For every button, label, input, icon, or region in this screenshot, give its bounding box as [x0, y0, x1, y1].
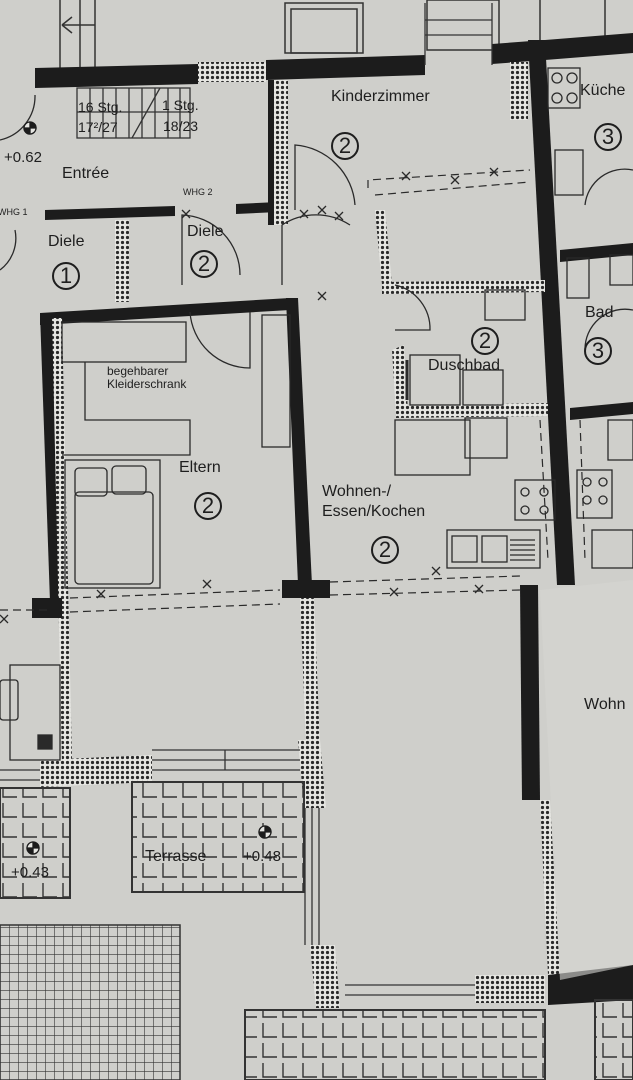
room-label-wohnen-line2: Essen/Kochen [322, 503, 426, 520]
room-label-kueche3: Küche [580, 82, 626, 99]
whg2-label: WHG 2 [183, 187, 213, 197]
stair-label-left: 16 Stg. [78, 99, 123, 115]
terrace-middle [131, 781, 305, 893]
unit-number-kueche3: 3 [594, 123, 622, 151]
level-markers [23, 121, 272, 855]
unit-number-diele1: 1 [52, 262, 80, 290]
unit-number-wohnen: 2 [371, 536, 399, 564]
stair-label-right: 1 Stg. [162, 97, 199, 113]
room-label-terrasse: Terrasse [145, 848, 207, 865]
stair-ratio-left: 17²/27 [78, 119, 118, 135]
windows [0, 3, 493, 996]
room-label-wohnen-line1: Wohnen-/ [322, 483, 392, 500]
light-markers [0, 167, 499, 624]
unit-number-kinderzimmer: 2 [331, 132, 359, 160]
top-wall [35, 33, 633, 88]
doors [0, 94, 633, 369]
terrace-right [594, 999, 633, 1080]
installation-lines [0, 169, 586, 613]
terrace-bottom [244, 1009, 546, 1080]
room-label-duschbad: Duschbad [428, 357, 501, 374]
closet-label-line1: begehbarer [107, 364, 169, 378]
unit-number-bad3: 3 [584, 337, 612, 365]
room-label-bad3: Bad [585, 304, 614, 321]
room-label-entree: Entrée [62, 165, 110, 182]
furniture [0, 67, 633, 761]
level-entree: +0.62 [4, 149, 42, 166]
stair [76, 87, 191, 139]
room-label-eltern: Eltern [179, 459, 221, 476]
room-label-kinderzimmer: Kinderzimmer [331, 88, 430, 105]
unit-number-diele2: 2 [190, 250, 218, 278]
level-left: +0.43 [11, 864, 49, 881]
room-label-diele1: Diele [48, 233, 85, 250]
closet-label-line2: Kleiderschrank [107, 377, 187, 391]
whg1-label: WHG 1 [0, 207, 28, 217]
stair-ratio-right: 18/23 [163, 118, 199, 134]
room-label-wohn-right: Wohn [584, 696, 626, 713]
unit-number-eltern: 2 [194, 492, 222, 520]
grid-area [0, 924, 181, 1080]
level-terrasse: +0.48 [243, 848, 281, 865]
paper-fold [540, 580, 633, 980]
room-label-diele2: Diele [187, 223, 224, 240]
interior-walls [32, 40, 633, 1008]
unit-number-duschbad: 2 [471, 327, 499, 355]
